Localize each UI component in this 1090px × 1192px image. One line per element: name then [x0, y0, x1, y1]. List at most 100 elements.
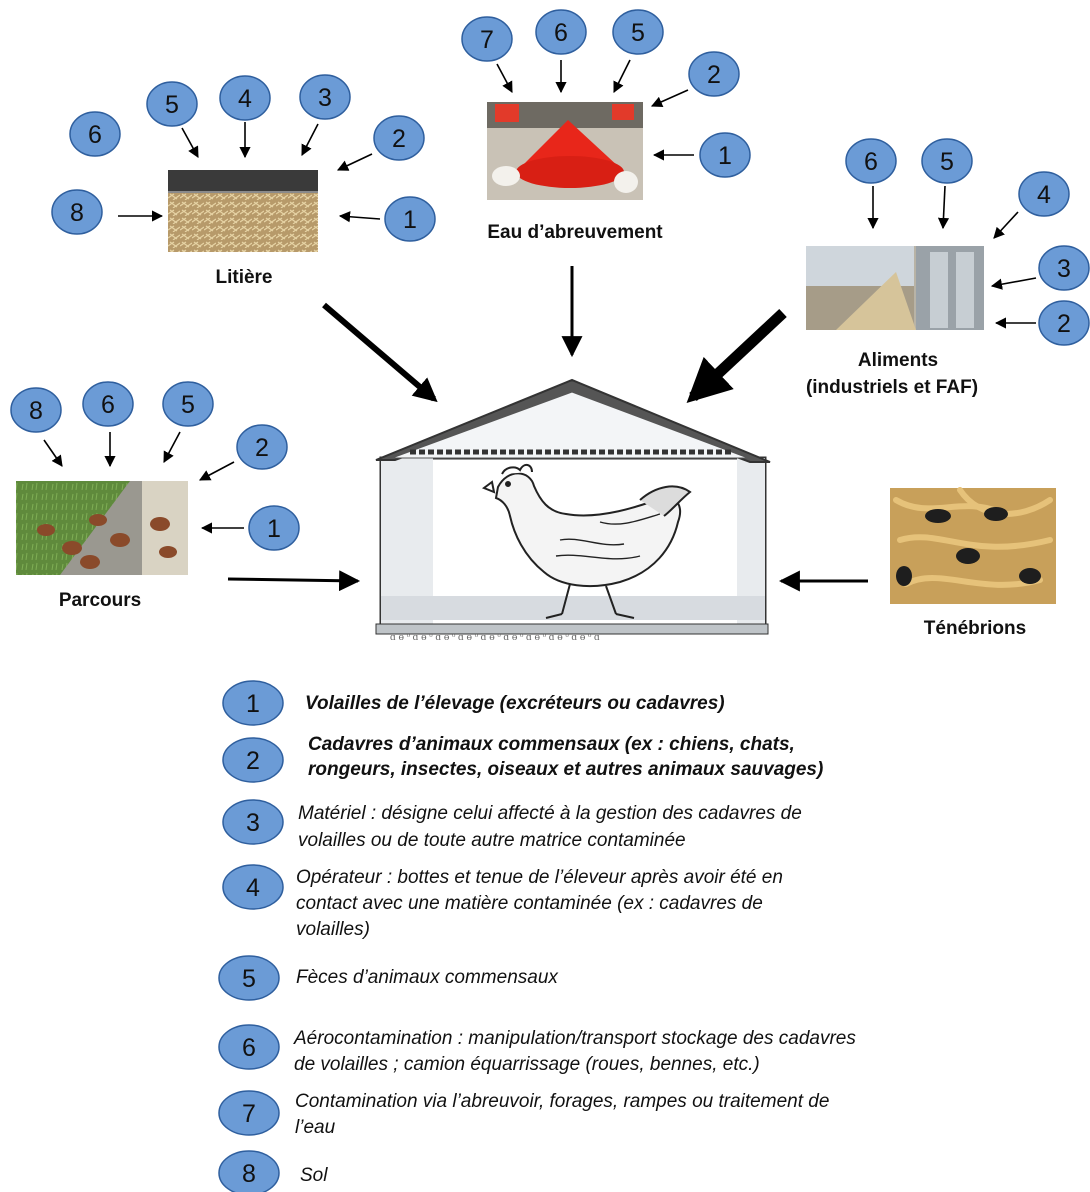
legend-item-8-text-1: Sol — [300, 1165, 328, 1186]
legend-item-2-bubble-circle — [222, 737, 284, 783]
parcours-label: Parcours — [59, 590, 141, 611]
eau-bubble-6-circle — [535, 9, 587, 55]
litiere-bubble-3-number: 3 — [318, 84, 332, 112]
legend-item-2-text-1: Cadavres d’animaux commensaux (ex : chie… — [308, 734, 795, 755]
eau-bubble-2: 2 — [688, 51, 740, 97]
aliments-bubble-4-number: 4 — [1037, 181, 1051, 209]
parcours-bubble-8-number: 8 — [29, 397, 43, 425]
legend-item-6-text-1: Aérocontamination : manipulation/transpo… — [293, 1028, 856, 1049]
litiere-bubble-8-number: 8 — [70, 199, 84, 227]
aliments-to-house-arrow — [686, 308, 787, 404]
litiere-bubble-5: 5 — [146, 81, 198, 127]
source-parcours: Parcours — [16, 481, 188, 611]
aliments-bubble-5-arrow — [937, 185, 950, 230]
legend-item-7-bubble-number: 7 — [242, 1100, 256, 1128]
litiere-bubble-1-arrow — [338, 211, 381, 223]
litiere-bubble-3-circle — [299, 74, 351, 120]
litiere-bubble-8: 8 — [51, 189, 103, 235]
legend-item-5-bubble: 5 — [218, 955, 280, 1001]
litiere-bubble-4: 4 — [219, 75, 271, 121]
legend-item-2-bubble: 2 — [222, 737, 284, 783]
eau-bubble-7: 7 — [461, 16, 513, 62]
aliments-bubble-2-number: 2 — [1057, 310, 1071, 338]
aliments-bubble-5: 5 — [921, 138, 973, 184]
legend-item-4-bubble-circle — [222, 864, 284, 910]
parcours-bubble-1-number: 1 — [267, 515, 281, 543]
litiere-label: Litière — [215, 267, 272, 288]
eau-bubble-6: 6 — [535, 9, 587, 55]
litiere-bubble-1: 1 — [384, 196, 436, 242]
chicken-icon — [481, 464, 692, 619]
litiere-to-house-arrow — [322, 302, 438, 403]
legend-item-6-bubble-circle — [218, 1024, 280, 1070]
parcours-bubble-5-number: 5 — [181, 391, 195, 419]
aliments-bubble-3: 3 — [1038, 245, 1090, 291]
aliments-bubble-5-circle — [921, 138, 973, 184]
eau-bubble-5-circle — [612, 9, 664, 55]
eau-bubble-7-arrow — [496, 63, 513, 93]
source-aliments: Aliments (industriels et FAF) — [806, 246, 984, 398]
parcours-to-house-arrow — [227, 570, 361, 592]
legend-item-7-text-1: Contamination via l’abreuvoir, forages, … — [295, 1091, 829, 1112]
parcours-bubble-2-arrow — [199, 461, 235, 481]
legend-item-6-text-2: de volailles ; camion équarrissage (roue… — [294, 1054, 760, 1075]
aliments-bubble-4: 4 — [1018, 171, 1070, 217]
aliments-bubble-6: 6 — [845, 138, 897, 184]
aliments-bubble-6-number: 6 — [864, 148, 878, 176]
parcours-bubble-6: 6 — [82, 381, 134, 427]
eau-bubble-7-number: 7 — [480, 26, 494, 54]
legend-item-4-bubble: 4 — [222, 864, 284, 910]
aliments-bubble-3-number: 3 — [1057, 255, 1071, 283]
legend-item-3-text-1: Matériel : désigne celui affecté à la ge… — [298, 803, 802, 824]
legend-item-6: 6 Aérocontamination : manipulation/transp… — [218, 1024, 856, 1075]
aliments-bubble-2: 2 — [1038, 300, 1090, 346]
litiere-bubble-3: 3 — [299, 74, 351, 120]
parcours-bubble-8: 8 — [10, 387, 62, 433]
legend-item-7: 7 Contamination via l’abreuvoir, forages,… — [218, 1090, 829, 1138]
litiere-bubble-4-number: 4 — [238, 85, 252, 113]
legend-item-8-bubble-number: 8 — [242, 1160, 256, 1188]
parcours-bubble-6-circle — [82, 381, 134, 427]
aliments-bubble-4-circle — [1018, 171, 1070, 217]
legend-item-4-text-3: volailles) — [296, 919, 370, 940]
legend-item-8: 8 Sol — [218, 1150, 328, 1192]
litiere-bubble-5-number: 5 — [165, 91, 179, 119]
parcours-bubble-5-arrow — [163, 431, 181, 463]
eau-bubble-7-circle — [461, 16, 513, 62]
eau-bubble-5: 5 — [612, 9, 664, 55]
parcours-bubble-2: 2 — [236, 424, 288, 470]
parcours-bubble-2-circle — [236, 424, 288, 470]
aliments-bubble-4-arrow — [993, 211, 1019, 239]
legend-item-1-bubble-circle — [222, 680, 284, 726]
parcours-bubble-1-circle — [248, 505, 300, 551]
litiere-bubble-2: 2 — [373, 115, 425, 161]
litiere-bubble-6-circle — [69, 111, 121, 157]
main-arrows — [227, 266, 868, 592]
legend-item-4-bubble-number: 4 — [246, 874, 260, 902]
legend-item-8-bubble: 8 — [218, 1150, 280, 1192]
parcours-bubble-1: 1 — [248, 505, 300, 551]
litiere-bubble-8-circle — [51, 189, 103, 235]
poultry-house: ɑ ɵ ᵒ ɑ ɵ ᵒ ɑ ɵ ᵒ ɑ ɵ ᵒ ɑ ɵ ᵒ ɑ ɵ ᵒ ɑ ɵ … — [375, 378, 771, 643]
legend-item-5-text-1: Fèces d’animaux commensaux — [296, 967, 559, 988]
litiere-bubble-2-number: 2 — [392, 125, 406, 153]
legend-item-6-bubble: 6 — [218, 1024, 280, 1070]
source-litiere: Litière — [168, 170, 318, 288]
aliments-bubble-2-circle — [1038, 300, 1090, 346]
parcours-bubble-5-circle — [162, 381, 214, 427]
legend-item-1-bubble: 1 — [222, 680, 284, 726]
parcours-bubble-5: 5 — [162, 381, 214, 427]
aliments-bubble-5-number: 5 — [940, 148, 954, 176]
litiere-bubble-3-arrow — [301, 123, 319, 156]
eau-bubble-2-arrow — [650, 89, 689, 108]
aliments-bubble-6-circle — [845, 138, 897, 184]
eau-bubble-5-arrow — [613, 59, 631, 94]
eau-bubble-2-number: 2 — [707, 61, 721, 89]
legend-item-5-bubble-number: 5 — [242, 965, 256, 993]
eau-label: Eau d’abreuvement — [487, 222, 663, 243]
litiere-bubble-2-arrow — [336, 153, 373, 171]
